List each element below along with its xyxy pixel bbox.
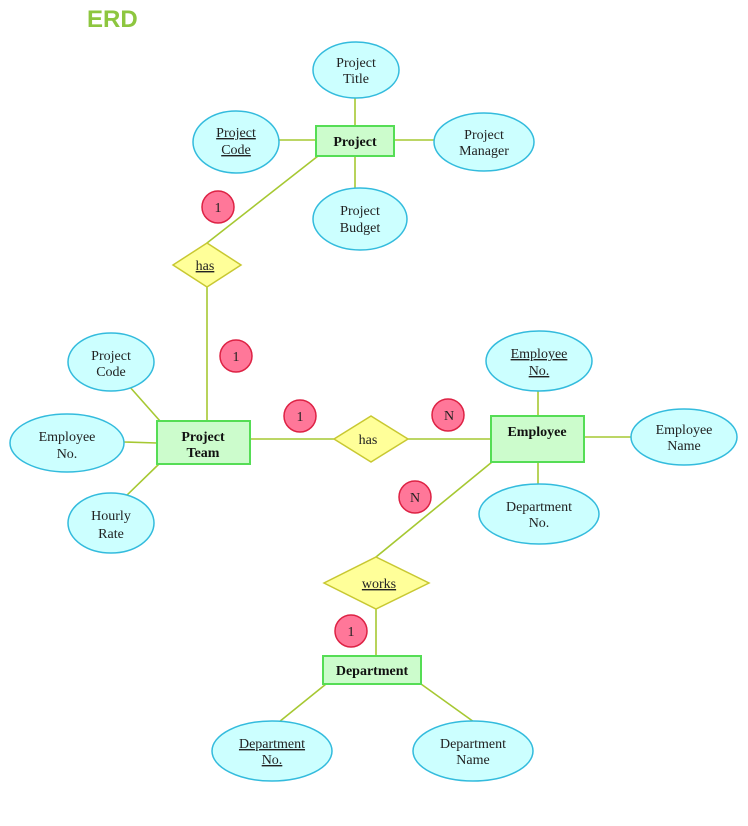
line-team-code: [128, 385, 161, 422]
cardinality-employee-side-department: N: [398, 480, 432, 514]
cardinality-label: 1: [348, 625, 355, 640]
attribute-label: Manager: [459, 144, 509, 159]
attribute-label: Name: [667, 439, 700, 454]
relationship-employee-works-department: works: [322, 556, 431, 610]
attribute-team-project-code: Project Code: [67, 332, 155, 392]
attribute-project-manager: Project Manager: [433, 112, 535, 172]
attribute-label: Code: [96, 365, 126, 380]
relationships: has has works: [171, 242, 431, 610]
entity-department: Department: [322, 655, 422, 685]
attribute-label: Project: [91, 349, 131, 364]
entity-label: Employee: [507, 425, 566, 440]
cardinality-label: 1: [233, 350, 240, 365]
entity-project-team: Project Team: [156, 420, 251, 465]
attribute-label: No.: [529, 364, 550, 379]
attribute-label: No.: [262, 753, 283, 768]
line-department-name: [420, 683, 475, 723]
attribute-label: Project: [336, 56, 376, 71]
attribute-project-budget: Project Budget: [312, 187, 408, 251]
attribute-label: Name: [456, 753, 489, 768]
attribute-label: Project: [464, 128, 504, 143]
cardinality-label: 1: [297, 410, 304, 425]
attribute-label: Hourly: [91, 509, 131, 524]
entity-project: Project: [315, 125, 395, 157]
entity-label: Project: [181, 430, 225, 445]
attribute-label: Department: [506, 500, 572, 515]
attribute-employee-department-no: Department No.: [478, 483, 600, 545]
attribute-hourly-rate: Hourly Rate: [67, 492, 155, 554]
attribute-label: No.: [57, 447, 78, 462]
connector-lines: [123, 97, 632, 723]
relationship-project-has-team: has: [171, 242, 243, 288]
attribute-department-name: Department Name: [412, 720, 534, 782]
attribute-label: Department: [239, 737, 305, 752]
cardinality-project-side: 1: [201, 190, 235, 224]
attribute-label: No.: [529, 516, 550, 531]
attribute-label: Code: [221, 143, 251, 158]
entities: Project Project Team Employee Department: [156, 125, 585, 685]
cardinality-label: N: [444, 409, 454, 424]
attribute-label: Project: [340, 204, 380, 219]
attribute-label: Department: [440, 737, 506, 752]
attribute-label: Employee: [511, 347, 568, 362]
relationship-label: has: [196, 259, 215, 274]
relationship-team-has-employee: has: [332, 415, 410, 463]
line-team-rate: [124, 462, 161, 498]
cardinality-team-side-project: 1: [219, 339, 253, 373]
entity-label: Team: [187, 446, 220, 461]
line-employee-works: [375, 461, 493, 558]
attributes: Project Title Project Code Project Manag…: [9, 41, 738, 782]
line-team-empno: [123, 441, 158, 444]
cardinality-department-side: 1: [334, 614, 368, 648]
attribute-project-title: Project Title: [312, 41, 400, 99]
attribute-label: Project: [216, 126, 256, 141]
attribute-label: Title: [343, 72, 369, 87]
relationship-label: has: [359, 433, 378, 448]
relationship-label: works: [362, 577, 396, 592]
diagram-title: ERD: [87, 6, 138, 33]
cardinality-label: 1: [215, 201, 222, 216]
attribute-team-employee-no: Employee No.: [9, 413, 125, 473]
line-project-has: [206, 155, 319, 244]
attribute-label: Employee: [656, 423, 713, 438]
attribute-department-no-key: Department No.: [211, 720, 333, 782]
entity-employee: Employee: [490, 415, 585, 463]
entity-label: Department: [336, 664, 409, 679]
attribute-label: Employee: [39, 430, 96, 445]
line-department-no: [278, 683, 327, 723]
attribute-project-code-key: Project Code: [192, 110, 280, 174]
attribute-label: Budget: [340, 221, 381, 236]
attribute-label: Rate: [98, 527, 124, 542]
cardinality-team-side-employee: 1: [283, 399, 317, 433]
entity-label: Project: [333, 135, 377, 150]
attribute-employee-no-key: Employee No.: [485, 330, 593, 392]
cardinalities: 1 1 1 N N 1: [201, 190, 465, 648]
cardinality-employee-side-team: N: [431, 398, 465, 432]
cardinality-label: N: [410, 491, 420, 506]
attribute-employee-name: Employee Name: [630, 408, 738, 466]
